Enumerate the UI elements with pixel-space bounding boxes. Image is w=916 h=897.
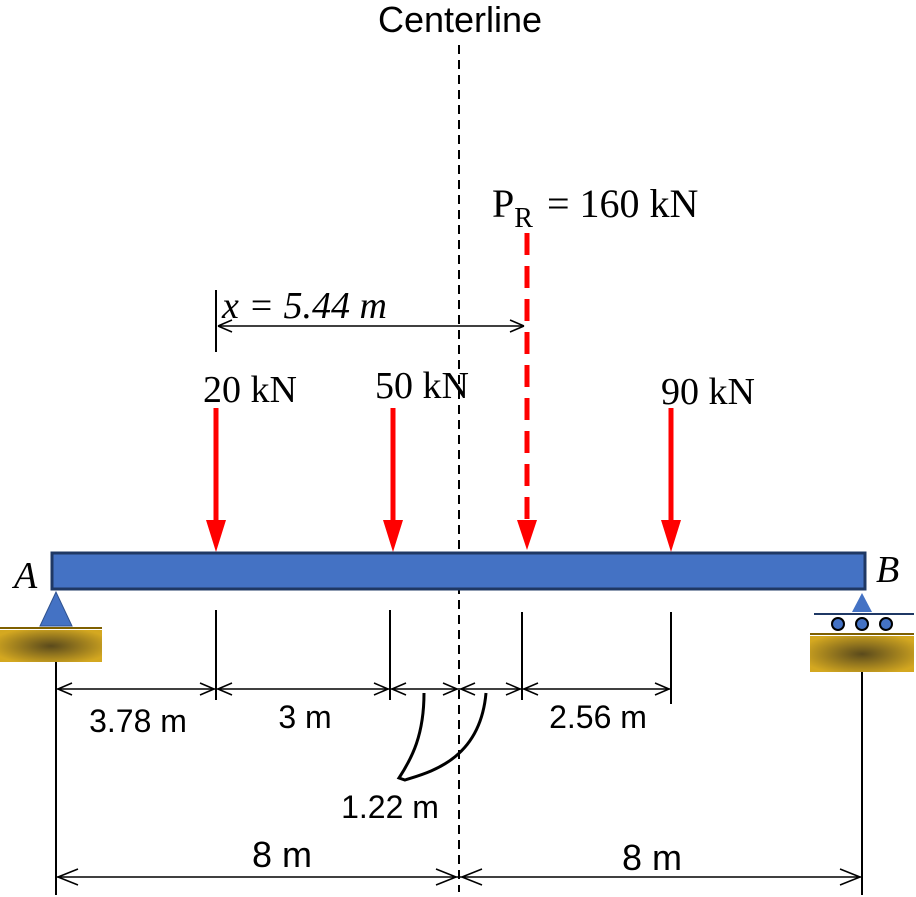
dim-label-d1: 3.78 m bbox=[89, 703, 187, 739]
load-label-20: 20 kN bbox=[203, 369, 297, 411]
resultant-value: = 160 kN bbox=[547, 181, 698, 226]
pin-support-a bbox=[39, 590, 73, 627]
load-label-50: 50 kN bbox=[375, 365, 469, 407]
dim-label-d2: 3 m bbox=[278, 699, 331, 735]
x-dim-arrow-right bbox=[509, 319, 525, 333]
ground-b bbox=[810, 636, 914, 672]
dimension-row bbox=[56, 682, 671, 696]
resultant-arrowhead bbox=[517, 520, 537, 550]
load-arrowhead-50 bbox=[383, 520, 403, 552]
load-arrowhead-90 bbox=[661, 520, 681, 552]
resultant-subscript: R bbox=[514, 203, 533, 234]
half-span-dimension bbox=[56, 868, 862, 886]
dim-label-half-left: 8 m bbox=[252, 834, 312, 875]
support-label-b: B bbox=[876, 549, 899, 591]
x-dim-arrow-left bbox=[217, 319, 233, 333]
centerline-label: Centerline bbox=[378, 0, 542, 40]
x-dim-label: x = 5.44 m bbox=[221, 285, 387, 327]
dim-label-half-right: 8 m bbox=[622, 837, 682, 878]
beam bbox=[50, 551, 867, 591]
ground-a bbox=[0, 630, 102, 662]
load-arrowhead-20 bbox=[206, 520, 226, 552]
roller-wheel-2 bbox=[855, 617, 869, 631]
resultant-symbol: P bbox=[492, 181, 514, 226]
support-label-a: A bbox=[11, 555, 38, 597]
roller-support-b bbox=[852, 593, 872, 612]
load-label-90: 90 kN bbox=[661, 371, 755, 413]
dim-label-d4: 2.56 m bbox=[549, 699, 647, 735]
resultant-label: PR = 160 kN bbox=[492, 181, 698, 234]
roller-wheel-3 bbox=[879, 617, 893, 631]
roller-wheel-1 bbox=[831, 617, 845, 631]
callout-1-22 bbox=[396, 692, 488, 782]
dim-label-d3: 1.22 m bbox=[341, 789, 439, 825]
